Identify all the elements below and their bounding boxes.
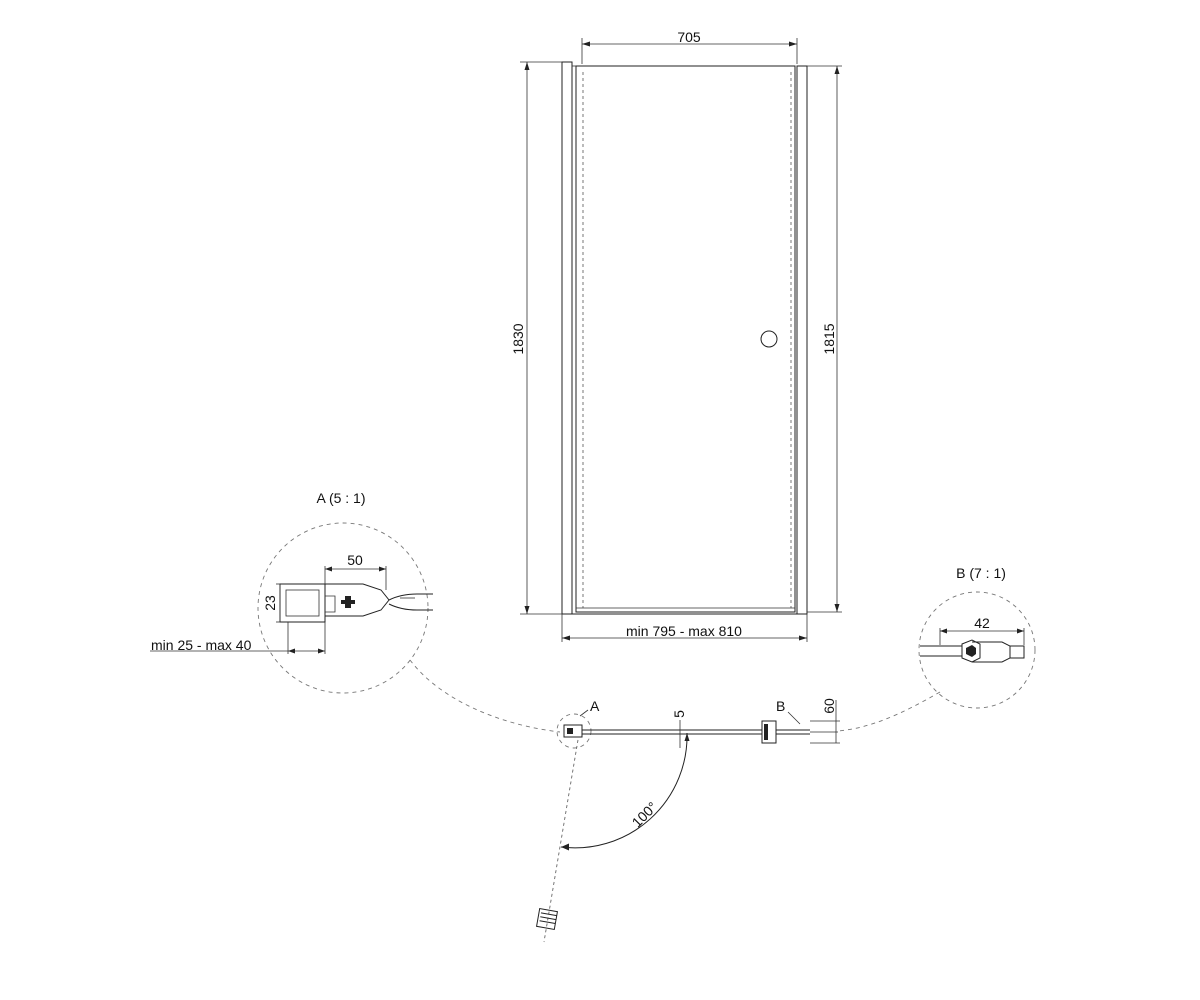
width-top-label: 705 bbox=[677, 29, 701, 45]
open-door-path bbox=[543, 739, 579, 943]
front-elevation: 705 1830 1815 min 795 - max 810 bbox=[510, 29, 842, 642]
plan-view: A 5 B 60 100° bbox=[535, 698, 840, 943]
detail-a-circle bbox=[257, 522, 429, 694]
open-door-profile bbox=[535, 907, 559, 931]
plan-marker-a-circle bbox=[556, 713, 592, 749]
door-panel bbox=[575, 65, 796, 613]
plan-glass-label: 5 bbox=[671, 710, 687, 718]
height-left-label: 1830 bbox=[510, 323, 526, 354]
detail-a-range-label: min 25 - max 40 bbox=[151, 637, 252, 653]
plan-depth-label: 60 bbox=[821, 698, 837, 714]
right-wall-profile bbox=[796, 65, 808, 615]
width-bottom-label: min 795 - max 810 bbox=[626, 623, 742, 639]
plan-marker-a: A bbox=[590, 698, 600, 714]
detail-a-title: A (5 : 1) bbox=[316, 490, 365, 506]
swing-angle-label: 100° bbox=[629, 799, 661, 831]
detail-b: B (7 : 1) 42 bbox=[837, 565, 1036, 732]
detail-a: A (5 : 1) 50 23 min 25 - max 40 bbox=[150, 490, 561, 733]
swing-arc bbox=[560, 732, 688, 849]
detail-a-height-label: 23 bbox=[262, 595, 278, 611]
height-right-label: 1815 bbox=[821, 323, 837, 354]
left-wall-profile bbox=[561, 61, 573, 615]
detail-b-width-label: 42 bbox=[974, 615, 990, 631]
detail-b-title: B (7 : 1) bbox=[956, 565, 1006, 581]
plan-marker-b: B bbox=[776, 698, 785, 714]
door-knob bbox=[760, 330, 778, 348]
detail-b-circle bbox=[918, 591, 1036, 709]
detail-a-width-label: 50 bbox=[347, 552, 363, 568]
